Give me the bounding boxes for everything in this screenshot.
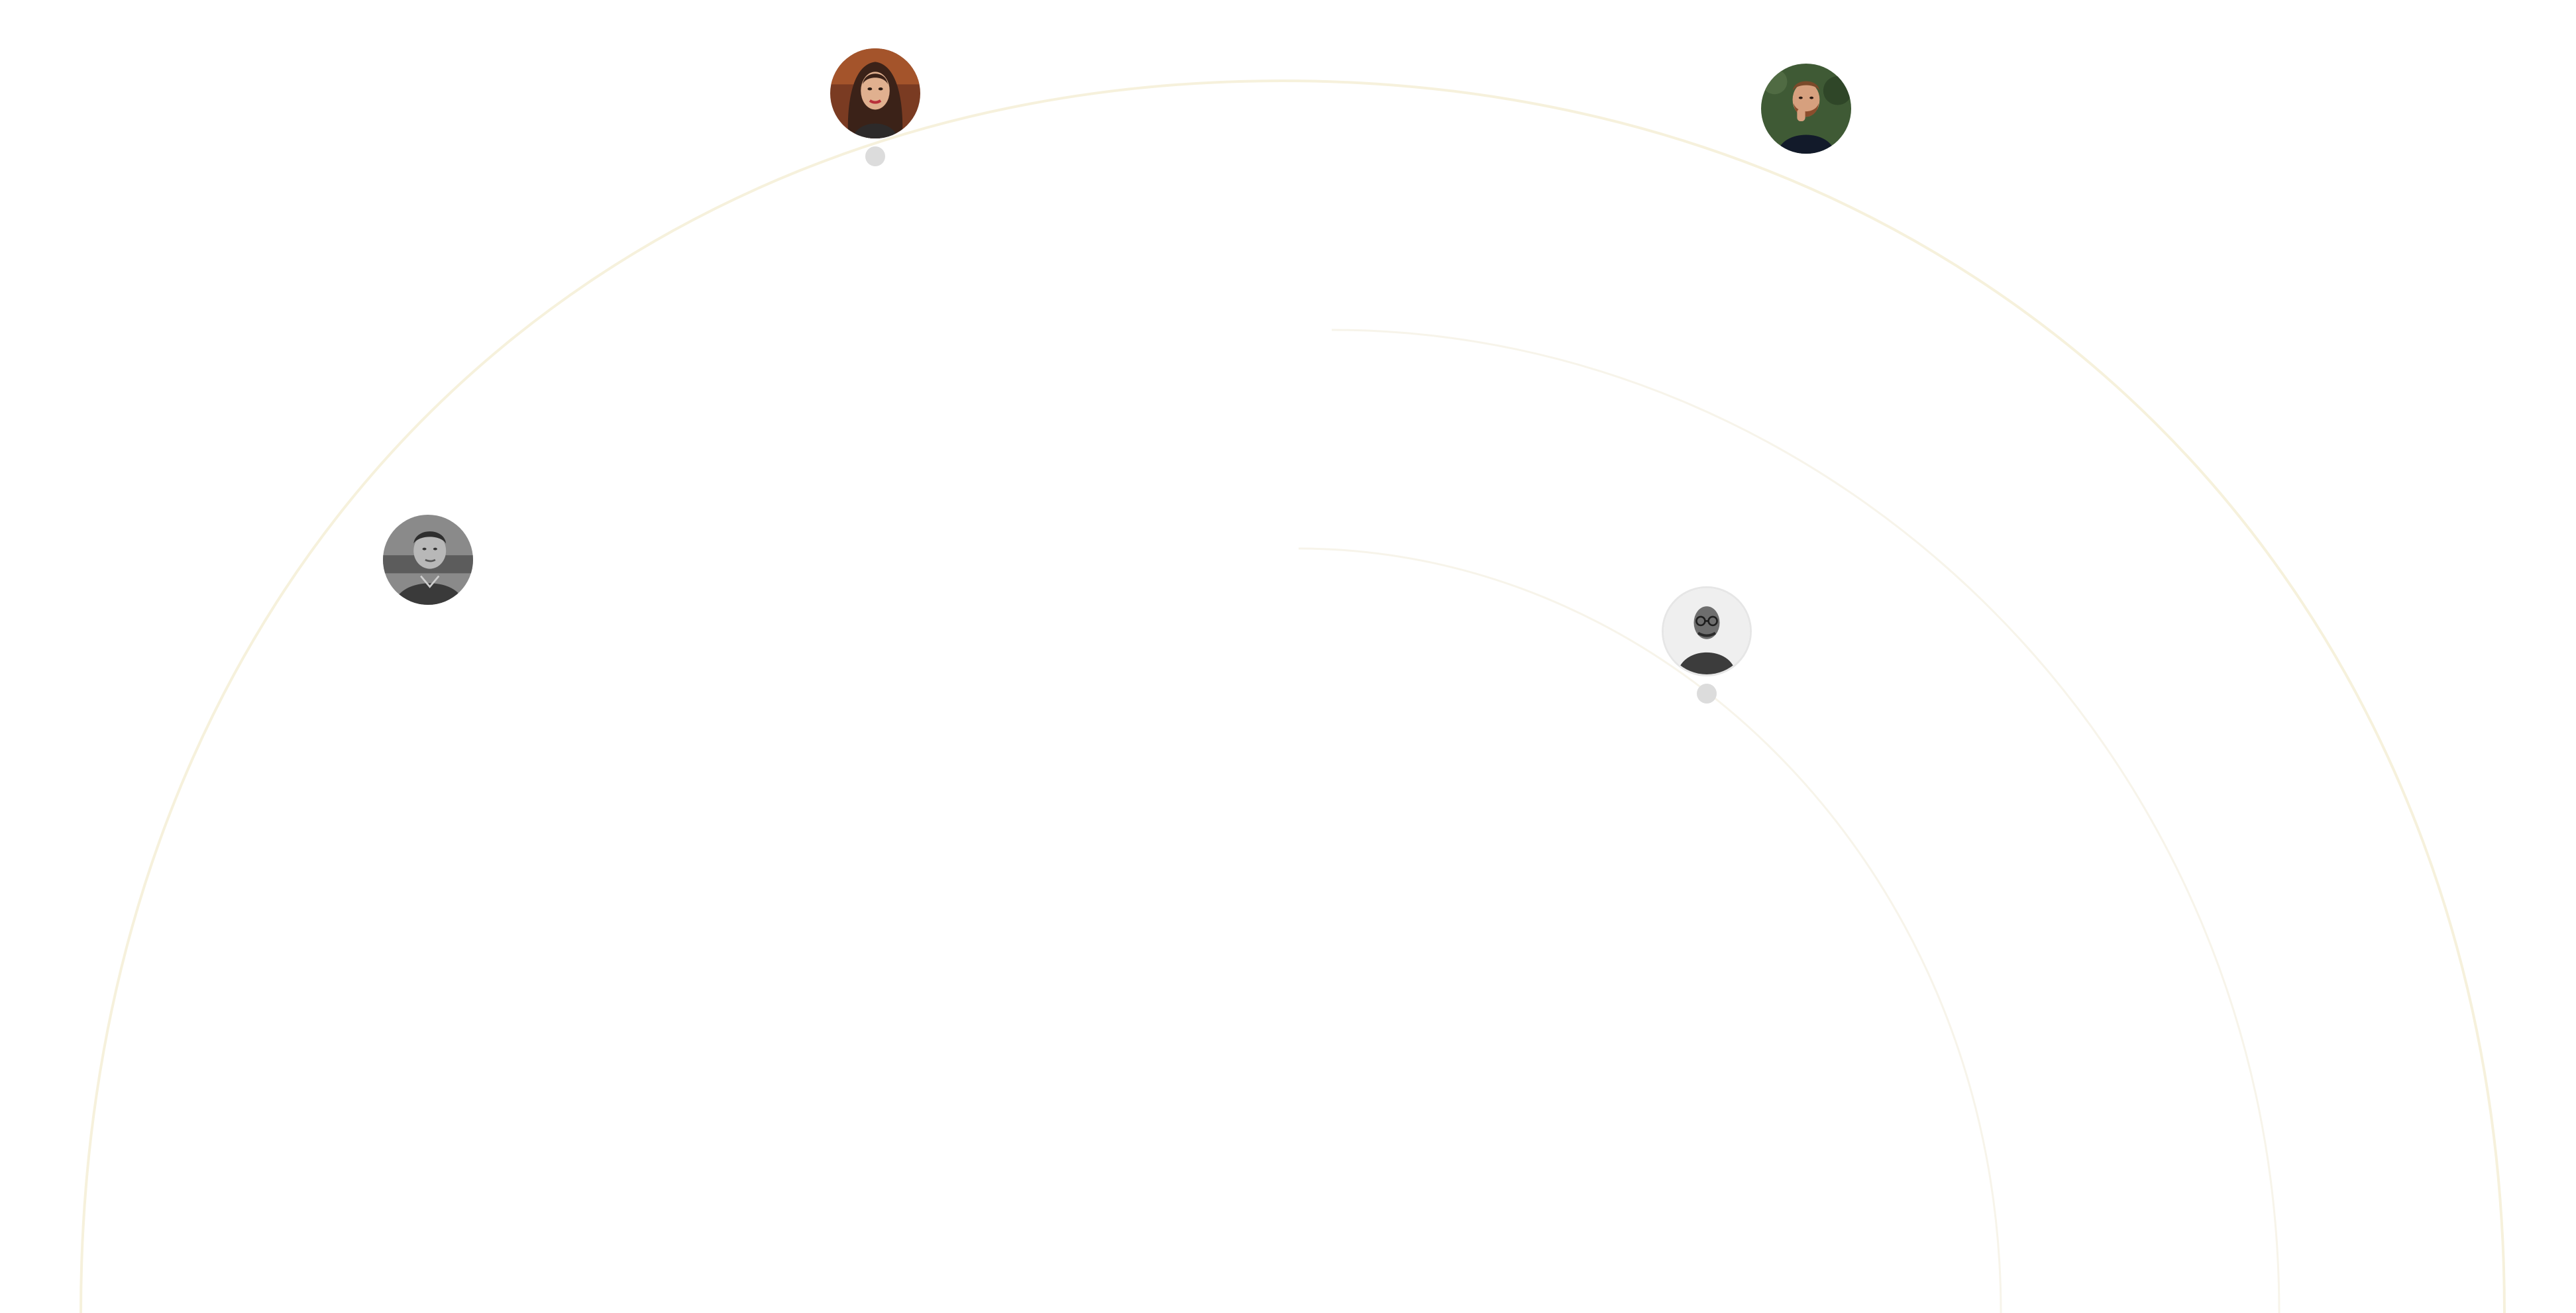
avatar-man-grayscale-left[interactable] — [383, 515, 473, 605]
inner-orbit-ring — [1298, 547, 2002, 1313]
avatar-man-glasses-grayscale[interactable] — [1662, 586, 1752, 676]
man-beard-portrait-icon — [1761, 64, 1851, 154]
avatar-woman-brown-hair[interactable] — [830, 48, 920, 138]
man-glasses-portrait-icon — [1664, 588, 1750, 674]
avatar-glasses-indicator-dot — [1697, 684, 1717, 704]
avatar-woman-indicator-dot — [865, 146, 885, 166]
avatar-man-beard-dark-sweater[interactable] — [1761, 64, 1851, 154]
man-grayscale-portrait-icon — [383, 515, 473, 605]
woman-portrait-icon — [830, 48, 920, 138]
outer-orbit-ring — [80, 79, 2506, 1313]
middle-orbit-ring — [1331, 329, 2281, 1313]
